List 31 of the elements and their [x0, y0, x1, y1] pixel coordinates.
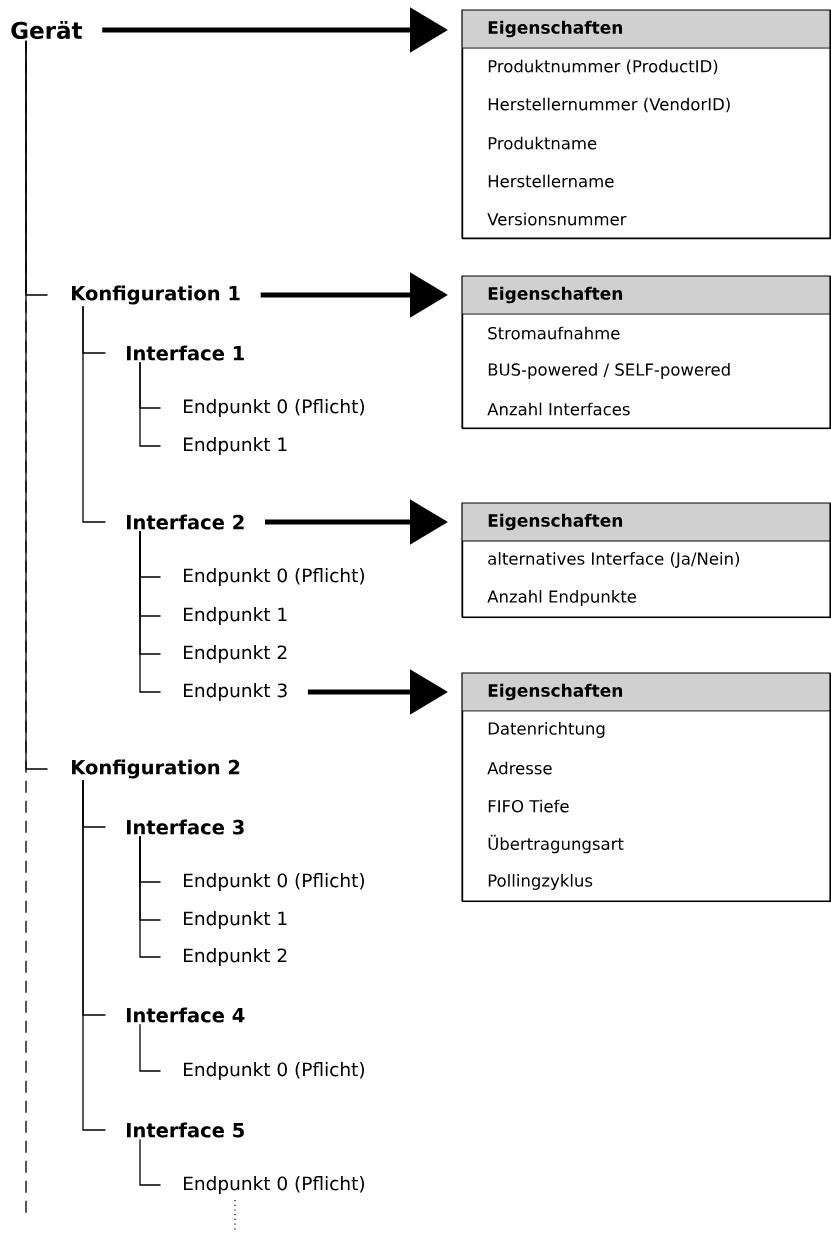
- tree-line: [139, 361, 162, 447]
- tree-branch-label: Interface 1: [127, 345, 244, 361]
- tree-branch-label: Interface 2: [127, 514, 244, 530]
- tree-line: [139, 1023, 162, 1072]
- tree-leaf-label: Endpunkt 1: [184, 607, 287, 625]
- tree-line: [82, 305, 107, 523]
- continuation-line: [25, 40, 27, 1216]
- tree-leaf-label: Endpunkt 2: [184, 645, 287, 663]
- tree-line: [139, 1138, 162, 1186]
- tree-leaf-label: Endpunkt 0 (Pflicht): [184, 399, 364, 417]
- tree-leaf-label: Endpunkt 0 (Pflicht): [184, 1176, 364, 1194]
- tree-leaf-label: Endpunkt 3: [184, 683, 287, 701]
- tree-line: [82, 779, 107, 1131]
- property-table: Eigenschaften Stromaufnahme BUS-powered / SELF-powered Anzahl Interfaces: [461, 275, 831, 430]
- tree-branch-label: Interface 5: [127, 1122, 244, 1138]
- tree-leaf-label: Endpunkt 0 (Pflicht): [184, 873, 364, 891]
- tree-leaf-label: Endpunkt 1: [184, 911, 287, 929]
- tree-branch-label: Konfiguration 1: [72, 285, 240, 305]
- tree-leaf-label: Endpunkt 2: [184, 948, 287, 966]
- tree-leaf-label: Endpunkt 1: [184, 437, 287, 455]
- property-table: Eigenschaften alternatives Interface (Ja/Nein) Anzahl Endpunkte: [461, 502, 831, 619]
- tree-leaf-label: Endpunkt 0 (Pflicht): [184, 568, 364, 586]
- tree-root-label: Gerät: [11, 20, 82, 40]
- property-table: Eigenschaften Produktnummer (ProductID) Herstellernummer (VendorID) Produktname Herstellername Versionsnummer: [461, 9, 831, 240]
- tree-line: [139, 835, 162, 958]
- tree-leaf-label: Endpunkt 0 (Pflicht): [184, 1062, 364, 1080]
- tree-branch-label: Interface 4: [127, 1007, 245, 1023]
- tree-branch-label: Interface 3: [127, 819, 244, 835]
- tree-branch-label: Konfiguration 2: [72, 759, 240, 779]
- tree-line: [139, 530, 162, 693]
- property-table: Eigenschaften Datenrichtung Adresse FIFO Tiefe Übertragungsart Pollingzyklus: [461, 672, 831, 903]
